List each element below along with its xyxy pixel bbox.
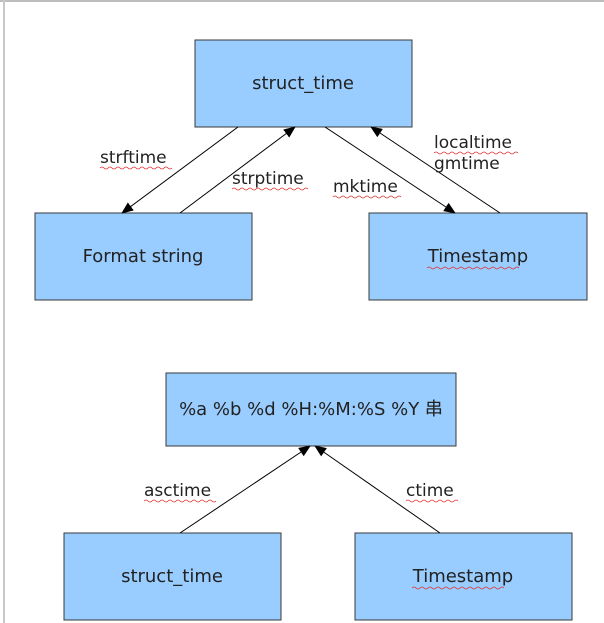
arrow-ctime [314,445,441,534]
edge-label-strftime: strftime [100,148,167,168]
spellcheck-underline [99,166,173,170]
edge-label-gmtime: gmtime [434,154,500,174]
window-top-border [0,0,604,2]
node-label: struct_time [121,566,223,587]
arrow-localtime-gmtime [370,126,501,214]
spellcheck-underline [433,151,519,155]
arrow-mktime [324,126,456,214]
spellcheck-underline [143,499,217,503]
window-left-border [3,0,5,623]
node-label: Format string [83,246,204,267]
node-struct-time: struct_time [194,39,413,128]
edge-label-mktime: mktime [333,177,398,197]
node-label: Timestamp [412,566,513,587]
node-format-output: %a %b %d %H:%M:%S %Y 串 [165,372,457,447]
edge-label-localtime: localtime [434,133,512,153]
spellcheck-underline [332,195,402,199]
edge-label-strptime: strptime [232,169,304,189]
arrow-strftime [121,126,239,214]
spellcheck-underline [411,586,505,590]
arrow-strptime [179,126,296,214]
node-timestamp: Timestamp [368,212,588,301]
edge-label-ctime: ctime [406,481,454,501]
edge-label-asctime: asctime [144,481,211,501]
node-label: %a %b %d %H:%M:%S %Y 串 [179,399,443,420]
spellcheck-underline [231,187,309,191]
spellcheck-underline [405,499,459,503]
node-timestamp-bottom: Timestamp [354,532,573,621]
node-format-string: Format string [34,212,253,301]
node-label: struct_time [252,73,354,94]
node-struct-time-bottom: struct_time [63,532,282,621]
spellcheck-underline [426,266,520,270]
arrow-asctime [179,445,311,534]
node-label: Timestamp [427,246,528,267]
